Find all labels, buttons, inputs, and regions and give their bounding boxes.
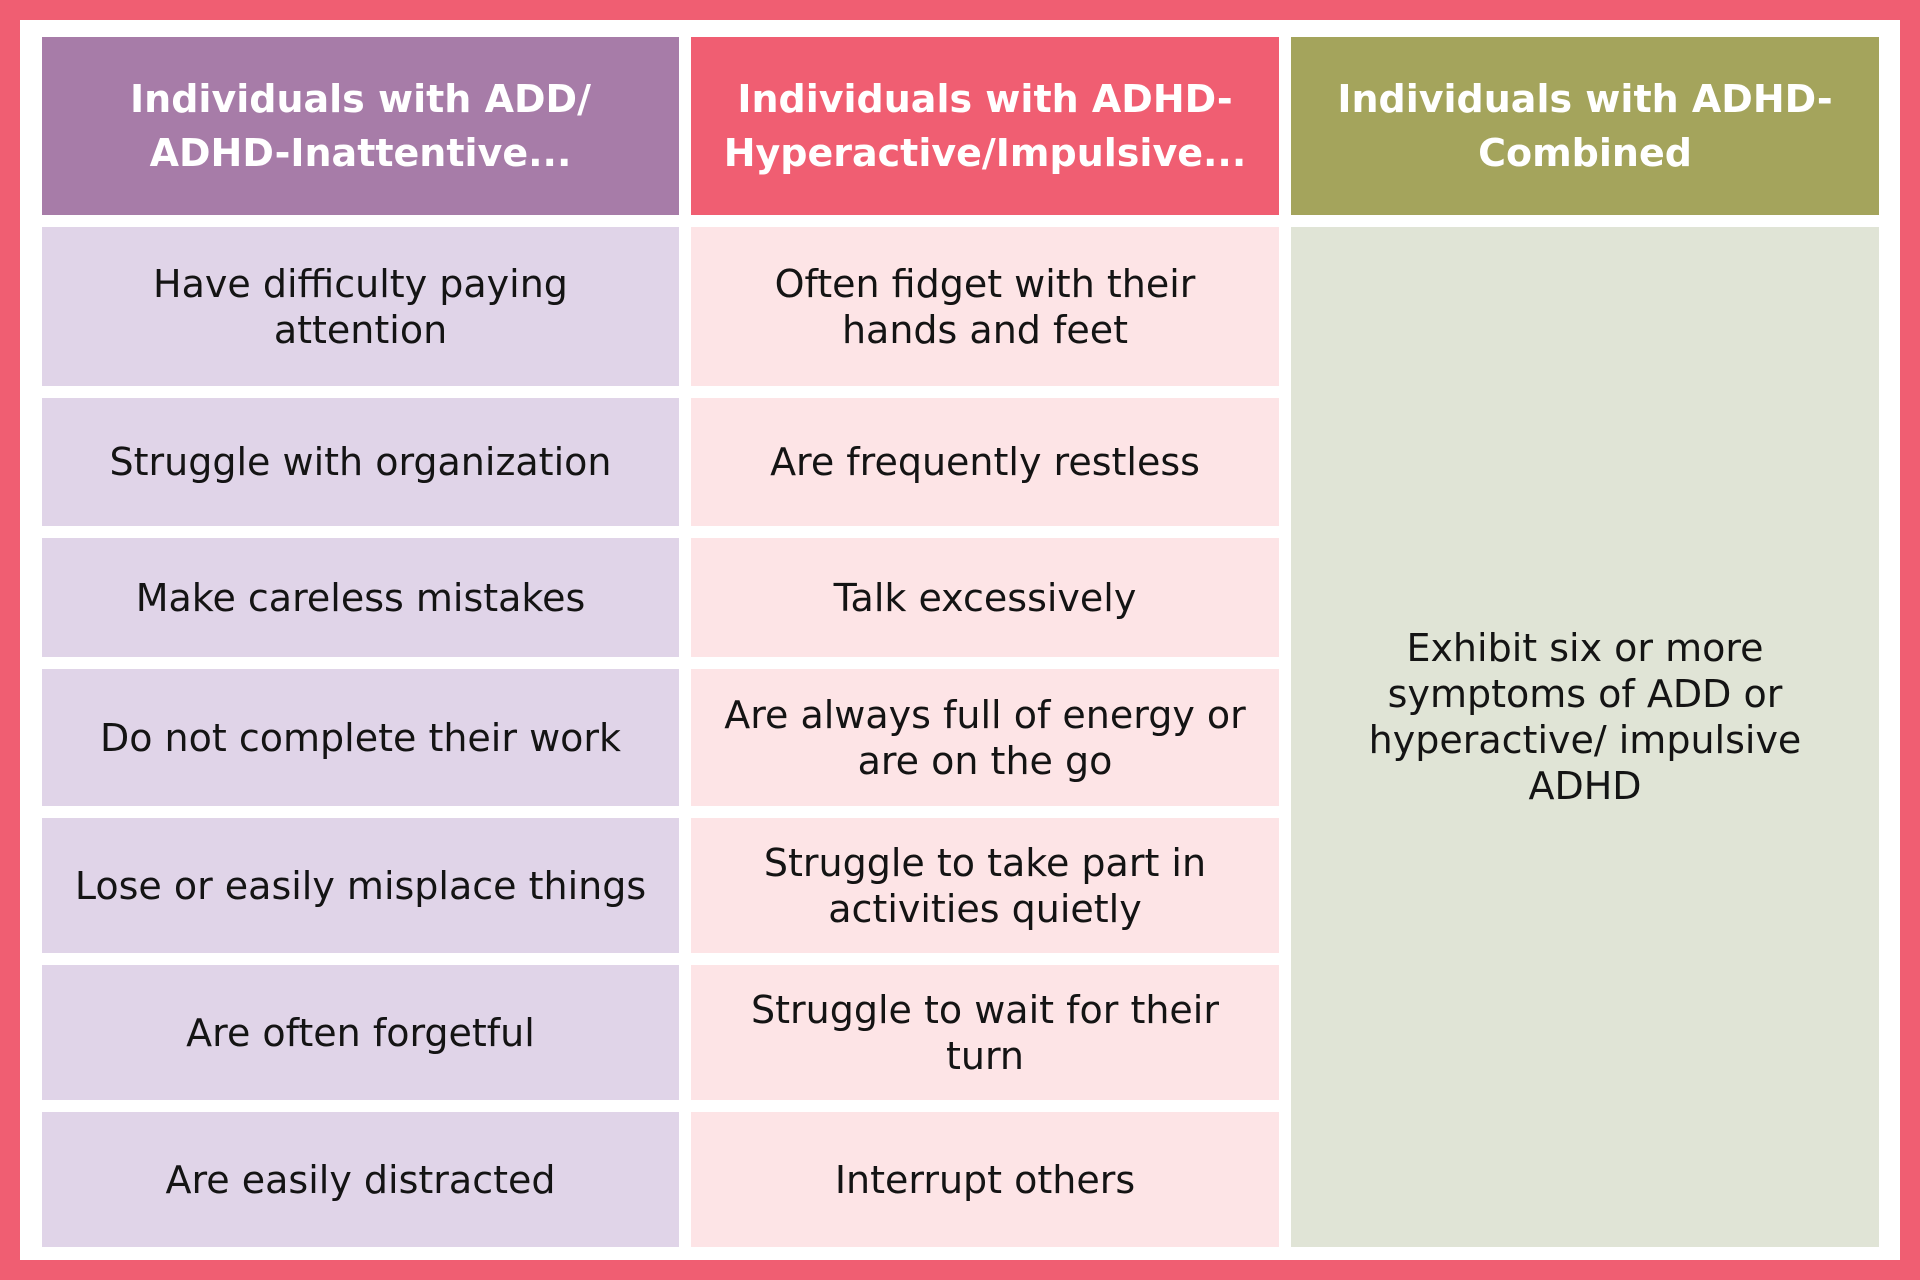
inattentive-cell: Are easily distracted [42, 1112, 679, 1247]
inattentive-cell: Are often forgetful [42, 965, 679, 1100]
inattentive-cell: Have difficulty paying attention [42, 227, 679, 386]
hyperactive-cell: Interrupt others [691, 1112, 1279, 1247]
inattentive-cell: Lose or easily misplace things [42, 818, 679, 953]
comparison-table: Individuals with ADD/ ADHD-Inattentive..… [20, 20, 1900, 1260]
hyperactive-cell: Talk excessively [691, 538, 1279, 657]
header-combined-label: Individuals with ADHD-Combined [1337, 77, 1833, 175]
inattentive-cell: Make careless mistakes [42, 538, 679, 657]
header-hyperactive: Individuals with ADHD-Hyperactive/Impuls… [691, 37, 1279, 215]
hyperactive-cell: Often fidget with their hands and feet [691, 227, 1279, 386]
header-inattentive: Individuals with ADD/ ADHD-Inattentive..… [42, 37, 679, 215]
header-combined: Individuals with ADHD-Combined [1291, 37, 1879, 215]
hyperactive-cell: Struggle to take part in activities quie… [691, 818, 1279, 953]
hyperactive-cell: Are frequently restless [691, 398, 1279, 526]
header-inattentive-label: Individuals with ADD/ ADHD-Inattentive..… [130, 77, 591, 175]
header-hyperactive-label: Individuals with ADHD-Hyperactive/Impuls… [723, 77, 1247, 175]
hyperactive-cell: Are always full of energy or are on the … [691, 669, 1279, 806]
inattentive-cell: Struggle with organization [42, 398, 679, 526]
combined-text: Exhibit six or more symptoms of ADD or h… [1368, 626, 1802, 808]
inattentive-cell: Do not complete their work [42, 669, 679, 806]
hyperactive-cell: Struggle to wait for their turn [691, 965, 1279, 1100]
combined-cell: Exhibit six or more symptoms of ADD or h… [1291, 227, 1879, 1247]
